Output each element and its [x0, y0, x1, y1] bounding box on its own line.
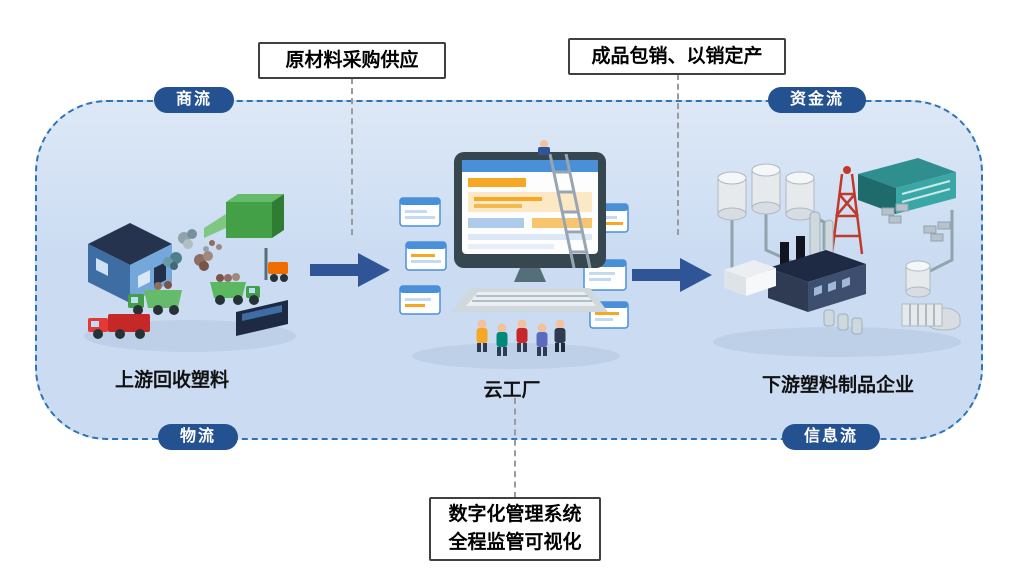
connector-finished-goods — [677, 74, 679, 235]
flow-arrow-left-icon — [310, 253, 390, 292]
connector-digital-management — [514, 398, 516, 498]
cloud-factory-illustration — [398, 140, 630, 377]
callout-digital-management: 数字化管理系统 全程监管可视化 — [429, 497, 601, 561]
node-label-downstream: 下游塑料制品企业 — [761, 375, 914, 396]
callout-digital-line1: 数字化管理系统 — [448, 504, 582, 526]
callout-digital-line2: 全程监管可视化 — [448, 532, 582, 553]
cloud-factory-svg — [399, 140, 629, 369]
callout-raw-material: 原材料采购供应 — [258, 42, 446, 79]
recycling-plant-svg — [84, 194, 296, 352]
callout-digital-management-text: 数字化管理系统 全程监管可视化 — [448, 501, 581, 556]
pill-capital-flow: 资金流 — [768, 87, 867, 113]
callout-raw-material-text: 原材料采购供应 — [285, 49, 419, 71]
node-label-upstream: 上游回收塑料 — [114, 370, 229, 391]
pill-business-flow: 商流 — [154, 87, 235, 113]
callout-finished-goods-text: 成品包销、以销定产 — [591, 45, 763, 67]
connector-raw-material — [351, 78, 353, 235]
pill-logistics-flow: 物流 — [158, 424, 239, 450]
callout-finished-goods: 成品包销、以销定产 — [568, 38, 786, 75]
pill-business-flow-text: 商流 — [176, 91, 213, 108]
node-label-cloud-factory: 云工厂 — [483, 380, 541, 401]
recycling-plant-illustration — [78, 186, 303, 361]
pill-capital-flow-text: 资金流 — [790, 91, 845, 108]
pill-information-flow: 信息流 — [782, 424, 881, 450]
downstream-factory-illustration — [706, 150, 968, 365]
pill-information-flow-text: 信息流 — [804, 428, 859, 445]
pill-logistics-flow-text: 物流 — [180, 428, 217, 445]
downstream-factory-svg — [713, 158, 961, 357]
flow-arrow-right-icon — [632, 258, 712, 297]
